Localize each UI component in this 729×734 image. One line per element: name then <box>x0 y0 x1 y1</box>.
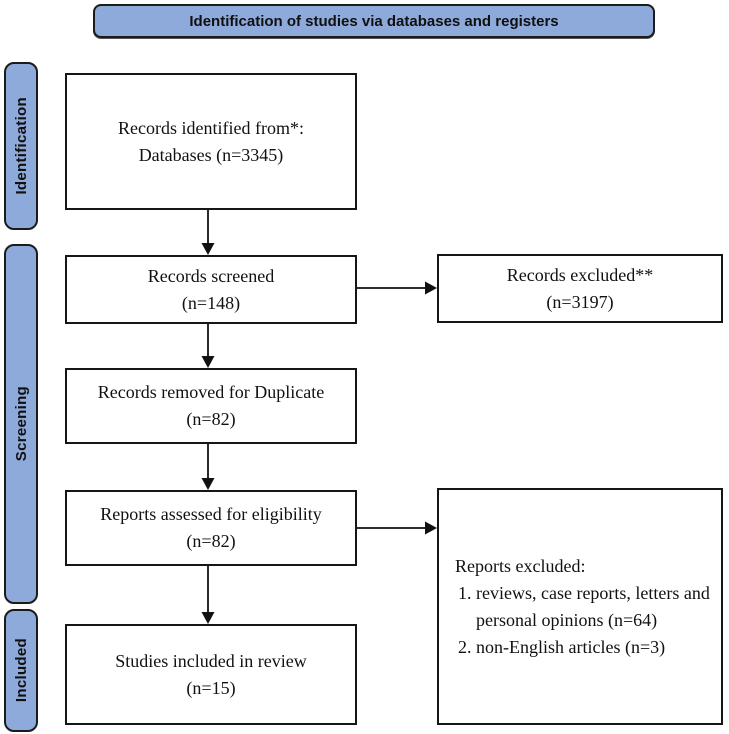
box-reports-excluded: Reports excluded: reviews, case reports,… <box>437 488 723 725</box>
phase-rail-identification-label: Identification <box>12 97 30 195</box>
box-studies-included: Studies included in review (n=15) <box>65 624 357 725</box>
phase-rail-identification: Identification <box>4 62 38 230</box>
box-reports-assessed-line2: (n=82) <box>186 531 236 551</box>
diagram-header: Identification of studies via databases … <box>93 4 655 38</box>
phase-rail-included: Included <box>4 609 38 732</box>
arrow-assessed-to-reports-excluded <box>357 521 437 535</box>
box-reports-excluded-item: reviews, case reports, letters and perso… <box>476 580 713 634</box>
box-records-excluded-line1: Records excluded** <box>506 264 654 285</box>
box-records-screened-line1: Records screened <box>147 265 275 286</box>
box-records-screened: Records screened (n=148) <box>65 255 357 324</box>
box-reports-assessed: Reports assessed for eligibility (n=82) <box>65 490 357 566</box>
box-records-excluded: Records excluded** (n=3197) <box>437 254 723 323</box>
box-records-screened-line2: (n=148) <box>181 292 241 313</box>
phase-rail-included-label: Included <box>12 638 30 703</box>
phase-rail-screening: Screening <box>4 244 38 604</box>
box-reports-excluded-list: reviews, case reports, letters and perso… <box>455 580 713 661</box>
box-records-identified: Records identified from*: Databases (n=3… <box>65 73 357 210</box>
box-reports-assessed-line1: Reports assessed for eligibility <box>100 504 322 524</box>
box-records-excluded-line2: (n=3197) <box>546 291 614 312</box>
arrow-assessed-to-included <box>201 566 215 624</box>
box-studies-included-line2: (n=15) <box>186 677 236 698</box>
arrow-screened-to-records-excluded <box>357 281 437 295</box>
arrow-duplicate-to-assessed <box>201 444 215 490</box>
box-records-identified-line1: Records identified from*: <box>118 117 304 138</box>
box-reports-excluded-title: Reports excluded: <box>455 555 586 576</box>
box-records-removed-duplicate-line2: (n=82) <box>186 409 236 429</box>
box-studies-included-line1: Studies included in review <box>115 650 307 671</box>
box-records-identified-line2: Databases (n=3345) <box>138 144 284 165</box>
box-records-removed-duplicate-line1: Records removed for Duplicate <box>97 382 325 402</box>
diagram-header-title: Identification of studies via databases … <box>189 12 559 30</box>
phase-rail-screening-label: Screening <box>12 386 30 462</box>
arrow-screened-to-duplicate <box>201 324 215 368</box>
box-records-removed-duplicate: Records removed for Duplicate (n=82) <box>65 368 357 444</box>
box-reports-excluded-item: non-English articles (n=3) <box>476 634 713 661</box>
arrow-identified-to-screened <box>201 210 215 255</box>
